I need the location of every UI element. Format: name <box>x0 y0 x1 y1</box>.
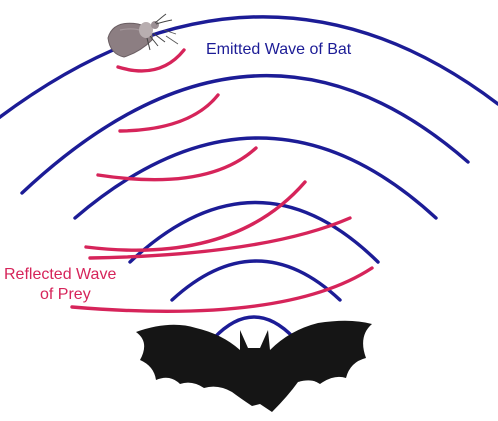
moth-icon <box>107 13 179 58</box>
reflected-wave-label-line1: Reflected Wave <box>4 266 116 283</box>
reflected-wave-5 <box>88 216 352 260</box>
emitted-wave-5 <box>20 73 470 195</box>
bat-icon <box>136 320 372 412</box>
emitted-wave-label: Emitted Wave of Bat <box>206 41 352 58</box>
reflected-wave-4 <box>84 180 307 252</box>
reflected-wave-label-line2: of Prey <box>40 286 91 303</box>
reflected-wave-1 <box>116 48 186 73</box>
emitted-waves <box>0 15 498 340</box>
emitted-wave-1 <box>212 315 296 340</box>
emitted-wave-6 <box>0 15 498 120</box>
emitted-wave-2 <box>170 259 342 302</box>
emitted-wave-4 <box>73 136 438 220</box>
reflected-wave-2 <box>118 93 220 133</box>
reflected-waves <box>70 48 374 313</box>
emitted-wave-3 <box>128 200 380 264</box>
reflected-wave-6 <box>70 266 374 313</box>
reflected-wave-3 <box>96 146 258 182</box>
